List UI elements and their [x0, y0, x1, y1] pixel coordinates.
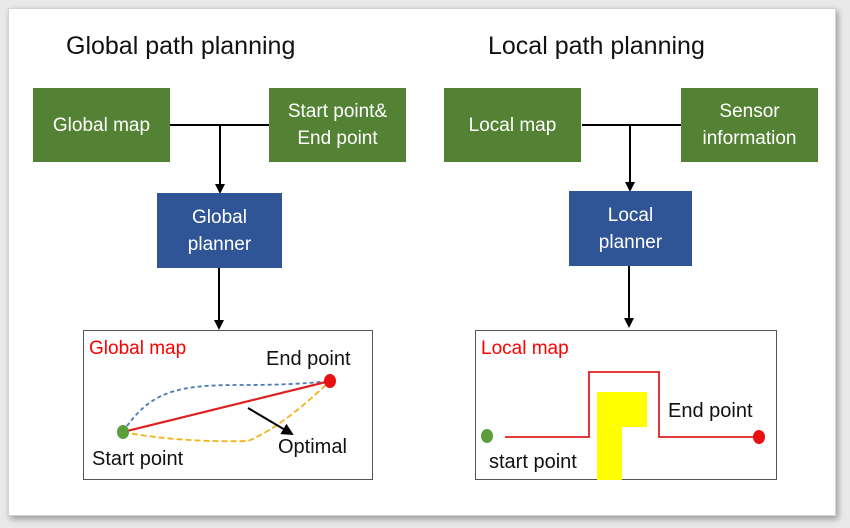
optimal-path-line: [122, 379, 331, 434]
optimal-label: Optimal: [278, 436, 347, 458]
alt-path-yellow: [122, 380, 331, 443]
local-path-line: [505, 371, 755, 438]
obstacle-block-top: [597, 392, 647, 427]
sensor-information-input-box: Sensor information: [681, 88, 818, 162]
global-planner-box: Global planner: [157, 193, 282, 268]
global-section-title: Global path planning: [66, 32, 296, 60]
global-map-panel-title: Global map: [89, 338, 187, 359]
local-map-panel-title: Local map: [481, 338, 569, 359]
local-section-title: Local path planning: [488, 32, 705, 60]
local-map-input-box: Local map: [444, 88, 581, 162]
local-start-marker: [481, 429, 493, 443]
global-start-marker: [117, 425, 129, 439]
global-end-marker: [324, 374, 336, 388]
alt-path-blue: [122, 380, 331, 433]
local-start-point-label: start point: [489, 451, 577, 473]
optimal-pointer-arrow: [247, 407, 294, 436]
global-map-input-box: Global map: [33, 88, 170, 162]
local-end-point-label: End point: [668, 400, 753, 422]
global-start-point-label: Start point: [92, 448, 184, 470]
local-end-marker: [753, 430, 765, 444]
local-planner-box: Local planner: [569, 191, 692, 266]
start-end-point-input-box: Start point& End point: [269, 88, 406, 162]
global-end-point-label: End point: [266, 348, 351, 370]
